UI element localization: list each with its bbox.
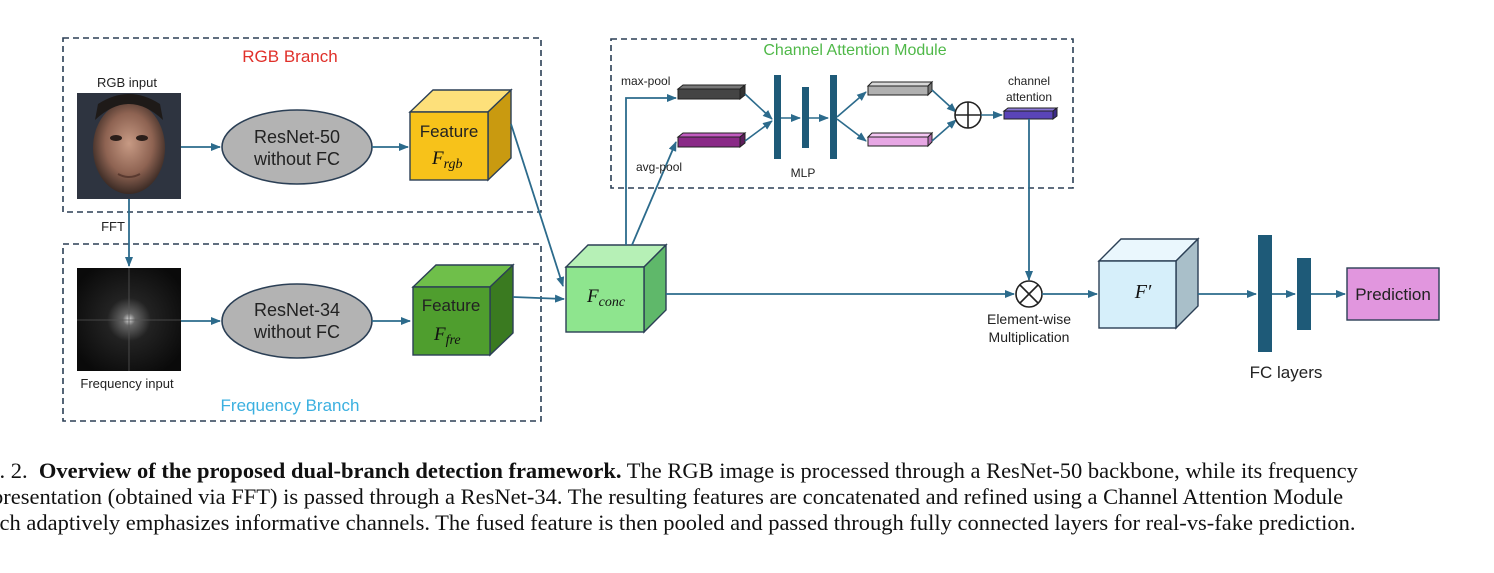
frgb-to-fconc-arrow (510, 123, 565, 287)
resnet50-line1: ResNet-50 (254, 127, 340, 147)
ffre-to-fconc-arrow (512, 294, 565, 303)
mlp-to-bottom-bar (836, 118, 867, 142)
fconc-to-maxpool-arrow (625, 94, 677, 245)
fc-layers-label: FC layers (1250, 363, 1323, 382)
resnet50-block: ResNet-50 without FC (221, 109, 373, 185)
channel-attention-line2: attention (1006, 90, 1052, 104)
max-pool-label: max-pool (621, 74, 670, 88)
svg-text:Frgb: Frgb (431, 148, 463, 172)
prediction-box: Prediction (1346, 267, 1440, 321)
feature-fre-cube: Feature Ffre (411, 263, 515, 357)
svg-text:Fconc: Fconc (586, 286, 626, 310)
svg-text:Ffre: Ffre (433, 324, 461, 348)
frequency-branch-box (62, 243, 542, 422)
fconc-sub: conc (599, 295, 626, 310)
mlp-layer-2 (802, 87, 809, 148)
mlp-to-top-bar (836, 91, 867, 118)
mlp-label: MLP (791, 166, 816, 180)
fprime-cube: F′ (1097, 237, 1200, 330)
fconc-symbol: F (586, 286, 599, 307)
mlp-out-avg-bar (866, 131, 934, 148)
fft-label: FFT (101, 219, 125, 234)
avg-pool-label: avg-pool (636, 160, 682, 174)
top-bar-to-sum (931, 89, 957, 113)
mlp-block (774, 75, 837, 159)
multiply-operator-icon (1015, 280, 1043, 308)
feature-rgb-sub: rgb (444, 157, 463, 172)
channel-attention-line1: channel (1008, 74, 1050, 88)
fc-layer-2 (1297, 258, 1311, 330)
feature-rgb-cube: Feature Frgb (408, 88, 513, 182)
caption-line3: hich adaptively emphasizes informative c… (0, 510, 1356, 535)
fconc-to-avgpool-arrow (631, 141, 677, 246)
channel-attention-box (610, 38, 1074, 189)
feature-fre-label: Feature (422, 296, 481, 315)
fconc-cube: Fconc (564, 243, 668, 334)
framework-diagram: RGB Branch Frequency Branch Channel Atte… (62, 37, 1440, 422)
figure-caption: ig. 2. Overview of the proposed dual-bra… (0, 458, 1494, 536)
rgb-input-label: RGB input (97, 75, 157, 90)
mlp-layer-3 (830, 75, 837, 159)
prediction-label: Prediction (1355, 285, 1431, 304)
fprime-symbol: F′ (1134, 281, 1152, 303)
sum-operator-icon (954, 101, 982, 129)
caption-line2: epresentation (obtained via FFT) is pass… (0, 484, 1344, 509)
frequency-input-label: Frequency input (80, 376, 174, 391)
frequency-branch-title: Frequency Branch (221, 396, 360, 415)
resnet50-line2: without FC (253, 149, 340, 169)
resnet34-line2: without FC (253, 322, 340, 342)
feature-fre-symbol: F (433, 324, 446, 345)
feature-rgb-label: Feature (420, 122, 479, 141)
mlp-layer-1 (774, 75, 781, 159)
bottom-bar-to-sum (931, 119, 957, 142)
rgb-input-image (77, 93, 181, 199)
resnet34-line1: ResNet-34 (254, 300, 340, 320)
channel-attention-title: Channel Attention Module (763, 42, 946, 59)
feature-rgb-symbol: F (431, 148, 444, 169)
frequency-input-image (77, 268, 181, 371)
max-pool-bar (676, 83, 747, 101)
mlp-out-max-bar (866, 80, 934, 97)
rgb-branch-title: RGB Branch (242, 47, 337, 66)
elementwise-line2: Multiplication (989, 329, 1070, 345)
maxpool-to-mlp-line (744, 93, 773, 120)
caption-prefix: ig. 2. (0, 458, 28, 483)
fc-layer-1 (1258, 235, 1272, 352)
avgpool-to-mlp-line (744, 120, 773, 142)
channel-attention-bar (1002, 107, 1059, 120)
rgb-branch-box (62, 37, 542, 213)
caption-line1-rest: The RGB image is processed through a Res… (626, 458, 1358, 483)
resnet34-block: ResNet-34 without FC (221, 283, 373, 359)
caption-bold-title: Overview of the proposed dual-branch det… (38, 458, 622, 483)
elementwise-line1: Element-wise (987, 311, 1071, 327)
avg-pool-bar (676, 131, 747, 149)
feature-fre-sub: fre (446, 333, 461, 348)
